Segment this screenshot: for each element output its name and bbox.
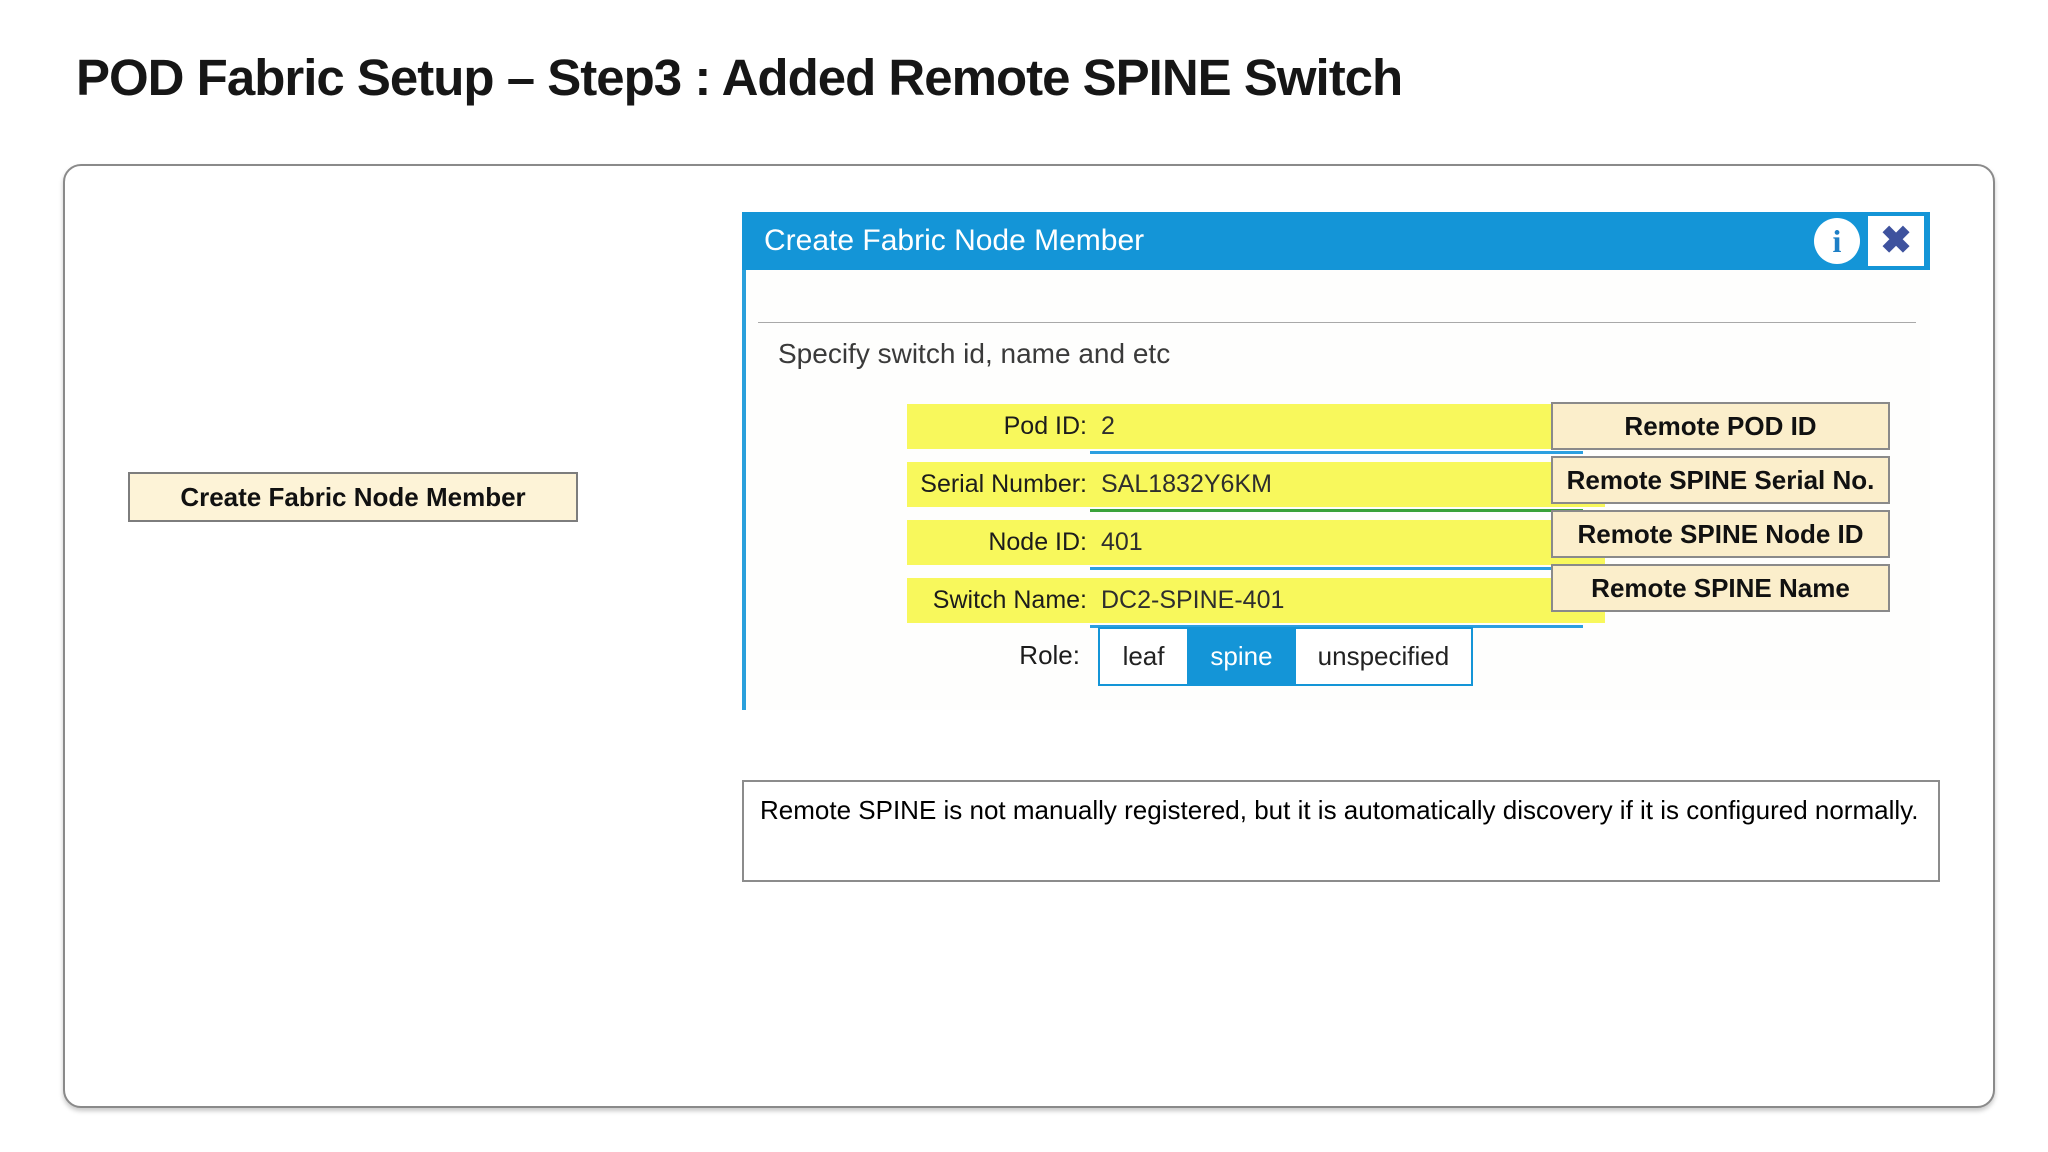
pod-id-label: Pod ID: bbox=[1003, 412, 1087, 440]
pod-id-input[interactable]: 2 bbox=[1101, 412, 1115, 440]
serial-number-label: Serial Number: bbox=[920, 470, 1087, 498]
page-title: POD Fabric Setup – Step3 : Added Remote … bbox=[76, 49, 1403, 106]
serial-number-row: Serial Number: SAL1832Y6KM bbox=[907, 462, 1605, 507]
node-id-label: Node ID: bbox=[988, 528, 1087, 556]
role-option-unspecified[interactable]: unspecified bbox=[1317, 641, 1450, 671]
close-icon: ✖ bbox=[1880, 220, 1912, 262]
switch-name-row: Switch Name: DC2-SPINE-401 bbox=[907, 578, 1605, 623]
dialog-titlebar: Create Fabric Node Member i ✖ bbox=[742, 212, 1930, 270]
serial-number-input[interactable]: SAL1832Y6KM bbox=[1101, 470, 1272, 498]
close-button[interactable]: ✖ bbox=[1868, 216, 1924, 266]
section-heading: Specify switch id, name and etc bbox=[778, 338, 1171, 369]
role-option-leaf[interactable]: leaf bbox=[1122, 641, 1165, 671]
dialog-separator bbox=[758, 322, 1916, 323]
callout-remote-pod-id: Remote POD ID bbox=[1551, 402, 1890, 450]
role-option-spine[interactable]: spine bbox=[1187, 629, 1296, 684]
callout-remote-spine-serial: Remote SPINE Serial No. bbox=[1551, 456, 1890, 504]
pod-id-input-underline bbox=[1090, 451, 1583, 454]
switch-name-input-underline bbox=[1090, 625, 1583, 628]
serial-number-input-underline bbox=[1090, 509, 1583, 512]
note-box: Remote SPINE is not manually registered,… bbox=[742, 780, 1940, 882]
switch-name-input[interactable]: DC2-SPINE-401 bbox=[1101, 586, 1285, 614]
dialog-title: Create Fabric Node Member bbox=[764, 224, 1145, 257]
node-id-input-underline bbox=[1090, 567, 1583, 570]
info-icon[interactable]: i bbox=[1814, 218, 1860, 264]
role-label: Role: bbox=[1019, 640, 1080, 670]
dialog-titlebar-icons: i ✖ bbox=[1814, 216, 1930, 266]
create-fabric-node-member-annotation: Create Fabric Node Member bbox=[128, 472, 578, 522]
node-id-row: Node ID: 401 bbox=[907, 520, 1605, 565]
role-selector: leaf spine unspecified bbox=[1098, 627, 1473, 686]
callout-remote-spine-name: Remote SPINE Name bbox=[1551, 564, 1890, 612]
switch-name-label: Switch Name: bbox=[932, 586, 1087, 614]
pod-id-row: Pod ID: 2 bbox=[907, 404, 1605, 449]
callout-remote-spine-node-id: Remote SPINE Node ID bbox=[1551, 510, 1890, 558]
node-id-input[interactable]: 401 bbox=[1101, 528, 1143, 556]
